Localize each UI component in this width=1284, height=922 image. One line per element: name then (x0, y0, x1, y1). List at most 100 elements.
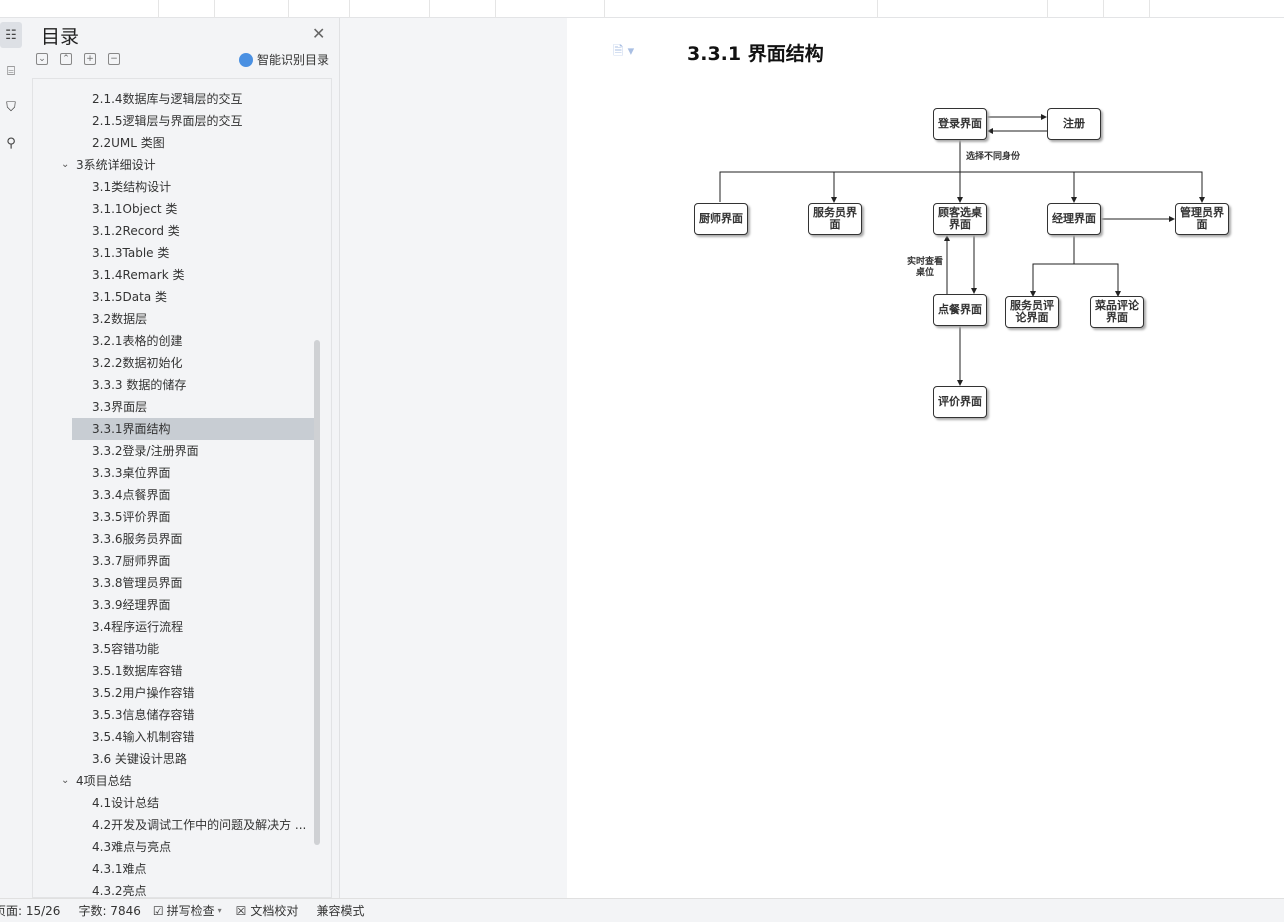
toc-item[interactable]: 4.3.1难点 (92, 858, 147, 880)
page-count[interactable]: 页面: 15/26 (0, 904, 61, 918)
toc-item[interactable]: 2.1.4数据库与逻辑层的交互 (92, 88, 243, 110)
toc-item[interactable]: 3.5容错功能 (92, 638, 159, 660)
toc-item[interactable]: 3.5.3信息储存容错 (92, 704, 195, 726)
proofread-button[interactable]: 文档校对 (250, 904, 299, 918)
bookmark-icon[interactable]: ⛉ (6, 99, 16, 115)
toc-item-label: 4.1设计总结 (92, 796, 160, 810)
document-icon[interactable]: 🗎 ▾ (613, 44, 635, 59)
toc-item[interactable]: 3.3.3桌位界面 (92, 462, 171, 484)
toc-item[interactable]: 3.3.7厨师界面 (92, 550, 171, 572)
divider (877, 0, 878, 18)
toc-item[interactable]: 3.3.6服务员界面 (92, 528, 183, 550)
toc-item[interactable]: 3.6 关键设计思路 (92, 748, 187, 770)
outline-icon[interactable]: ⌸ (7, 63, 15, 79)
toc-item[interactable]: 3.3.5评价界面 (92, 506, 171, 528)
toc-item[interactable]: 3.1类结构设计 (92, 176, 171, 198)
toc-item[interactable]: 3.1.2Record 类 (92, 220, 180, 242)
toc-item-label: 3.3.6服务员界面 (92, 532, 183, 546)
toc-item[interactable]: 4.2开发及调试工作中的问题及解决方 ... (92, 814, 306, 836)
toc-item[interactable]: 2.1.5逻辑层与界面层的交互 (92, 110, 243, 132)
edge (719, 171, 1205, 203)
toc-item-label: 4.3难点与亮点 (92, 840, 172, 854)
smart-toc-button[interactable]: 智能识别目录 (239, 51, 329, 68)
toc-item-label: 2.2UML 类图 (92, 136, 165, 150)
toc-item[interactable]: ⌄4项目总结 (61, 770, 132, 792)
toc-item[interactable]: 3.1.4Remark 类 (92, 264, 184, 286)
node-order: 点餐界面 (933, 294, 987, 326)
node-admin: 管理员界面 (1175, 203, 1229, 235)
collapse-up-icon[interactable]: ⌃ (60, 53, 72, 65)
toc-item-label: 3.3界面层 (92, 400, 148, 414)
toc-item[interactable]: 4.3难点与亮点 (92, 836, 171, 858)
toc-item[interactable]: 3.3.2登录/注册界面 (92, 440, 199, 462)
toc-item[interactable]: 4.1设计总结 (92, 792, 159, 814)
toc-item[interactable]: 3.3.9经理界面 (92, 594, 171, 616)
toc-item[interactable]: 3.4程序运行流程 (92, 616, 183, 638)
close-icon[interactable]: ✕ (312, 24, 326, 43)
section-heading: 3.3.1 界面结构 (687, 43, 824, 65)
node-register: 注册 (1047, 108, 1101, 140)
edge-label-realtime: 实时查看桌位 (906, 257, 943, 278)
toc-item[interactable]: 3.1.1Object 类 (92, 198, 177, 220)
proofread-icon[interactable]: ☒ (235, 903, 247, 918)
toc-item[interactable]: 3.2.2数据初始化 (92, 352, 183, 374)
toc-icon[interactable]: ☷ (0, 22, 22, 48)
status-bar: 页面: 15/26 字数: 7846 ☑ 拼写检查 ▾ ☒ 文档校对 兼容模式 (0, 898, 1284, 922)
chevron-down-icon[interactable]: ⌄ (61, 159, 70, 170)
toc-item[interactable]: 3.5.4输入机制容错 (92, 726, 195, 748)
toc-item-label: 3.1类结构设计 (92, 180, 172, 194)
node-login: 登录界面 (933, 108, 987, 140)
collapse-all-icon[interactable]: − (108, 53, 120, 65)
toc-item[interactable]: 4.3.2亮点 (92, 880, 147, 897)
toc-panel: 目录 ✕ ⌄ ⌃ + − 智能识别目录 2.1.4数据库与逻辑层的交互 2.1.5… (22, 18, 340, 898)
toc-item-label: 3.5.2用户操作容错 (92, 686, 195, 700)
edge (1074, 263, 1121, 297)
toc-item[interactable]: 3.3.8管理员界面 (92, 572, 183, 594)
toc-item-label: 3.3.9经理界面 (92, 598, 171, 612)
divider (604, 0, 605, 18)
toc-item-label: 3.5.3信息储存容错 (92, 708, 195, 722)
toc-item[interactable]: 3.3.1界面结构 (72, 418, 316, 440)
divider (1103, 0, 1104, 18)
toc-item-label: 2.1.5逻辑层与界面层的交互 (92, 114, 243, 128)
toc-item-label: 3.1.3Table 类 (92, 246, 170, 260)
spell-check-button[interactable]: 拼写检查 (166, 904, 215, 918)
toc-item-label: 3.1.5Data 类 (92, 290, 168, 304)
toc-item-label: 3.3.8管理员界面 (92, 576, 183, 590)
node-waiter: 服务员界面 (808, 203, 862, 235)
toc-item[interactable]: 3.1.3Table 类 (92, 242, 169, 264)
toc-item[interactable]: 3.5.1数据库容错 (92, 660, 183, 682)
toc-item-label: 3.1.4Remark 类 (92, 268, 185, 282)
node-chef: 厨师界面 (694, 203, 748, 235)
toc-item-label: 2.1.4数据库与逻辑层的交互 (92, 92, 243, 106)
toc-item-label: 3系统详细设计 (76, 158, 156, 172)
toc-item[interactable]: 3.2数据层 (92, 308, 147, 330)
toc-item[interactable]: 3.3.3 数据的储存 (92, 374, 186, 396)
collapse-down-icon[interactable]: ⌄ (36, 53, 48, 65)
toc-item-label: 3.3.3桌位界面 (92, 466, 171, 480)
toc-item[interactable]: 3.3界面层 (92, 396, 147, 418)
node-customer: 顾客选桌界面 (933, 203, 987, 235)
panel-title: 目录 (41, 26, 80, 48)
toc-item[interactable]: ⌄ 3系统详细设计 (61, 154, 156, 176)
toc-item-label: 3.3.3 数据的储存 (92, 378, 187, 392)
divider (1047, 0, 1048, 18)
divider (349, 0, 350, 18)
divider (214, 0, 215, 18)
toc-item[interactable]: 3.3.4点餐界面 (92, 484, 171, 506)
scrollbar[interactable] (314, 340, 320, 845)
toc-item[interactable]: 3.5.2用户操作容错 (92, 682, 195, 704)
chevron-down-icon[interactable]: ▾ (217, 906, 222, 915)
spell-check-icon[interactable]: ☑ (152, 903, 164, 918)
node-manager: 经理界面 (1047, 203, 1101, 235)
toc-item[interactable]: 3.1.5Data 类 (92, 286, 167, 308)
chevron-down-icon[interactable]: ⌄ (61, 775, 70, 786)
expand-all-icon[interactable]: + (84, 53, 96, 65)
toc-item-label: 4.3.1难点 (92, 862, 147, 876)
search-icon[interactable]: ⚲ (6, 135, 16, 151)
toc-item[interactable]: 3.2.1表格的创建 (92, 330, 183, 352)
word-count[interactable]: 字数: 7846 (78, 904, 141, 918)
toc-item-label: 3.3.4点餐界面 (92, 488, 171, 502)
toc-item[interactable]: 2.2UML 类图 (92, 132, 165, 154)
